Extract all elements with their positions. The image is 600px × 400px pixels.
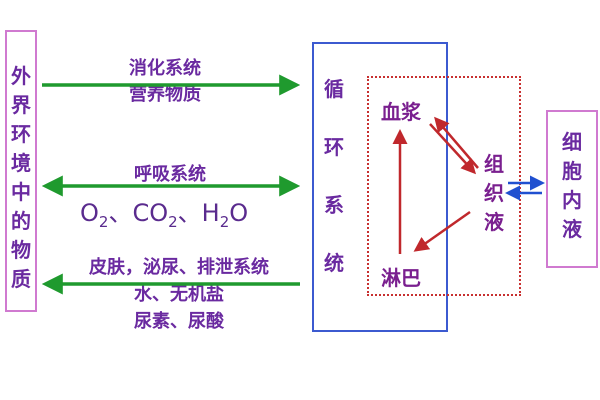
- outside-char: 外: [11, 64, 31, 88]
- o2-text: O: [80, 199, 99, 227]
- circ-char: 系: [324, 193, 344, 217]
- separator-text: 、: [177, 199, 202, 227]
- circ-char: 环: [324, 135, 344, 159]
- h2o-o-text: O: [229, 199, 249, 227]
- excretion-system-text: 皮肤，泌尿、排泄系统: [89, 257, 269, 278]
- internal-environment-dotted-box: [367, 76, 521, 296]
- cell-char: 细: [562, 130, 582, 154]
- outside-char: 界: [11, 93, 31, 117]
- plasma-node: 血浆: [381, 100, 421, 124]
- nutrients-text: 营养物质: [129, 84, 201, 105]
- outside-char: 中: [11, 180, 31, 204]
- plasma-to-tissue-arrow: [429, 123, 477, 175]
- digestive-label: 消化系统 营养物质: [90, 56, 240, 108]
- circulatory-system-box: [312, 42, 448, 332]
- circulatory-system-label: 循 环 系 统: [322, 60, 346, 292]
- lymph-node: 淋巴: [381, 266, 421, 290]
- circ-char: 循: [324, 77, 344, 101]
- outside-char: 环: [11, 122, 31, 146]
- tissue-fluid-node: 组 织 液: [482, 150, 506, 237]
- cell-char: 液: [562, 217, 582, 241]
- co2-subscript: 2: [168, 212, 178, 231]
- co2-text: CO: [132, 199, 169, 227]
- tissue-to-lymph-arrow: [413, 210, 471, 252]
- gas-formula-text: O2、CO2、H2O: [80, 193, 248, 231]
- intracellular-fluid-box: 细 胞 内 液: [546, 110, 598, 268]
- excretion-label: 皮肤，泌尿、排泄系统 水、无机盐 尿素、尿酸: [48, 254, 310, 335]
- tissue-to-plasma-arrow: [434, 116, 479, 169]
- h2o-subscript: 2: [219, 212, 230, 231]
- digestive-system-text: 消化系统: [129, 58, 201, 79]
- outside-char: 质: [11, 267, 31, 291]
- cell-char: 内: [562, 188, 582, 212]
- water-salt-text: 水、无机盐: [134, 284, 224, 305]
- tissue-char: 组: [484, 152, 504, 176]
- cell-char: 胞: [562, 159, 582, 183]
- tissue-char: 织: [484, 181, 504, 205]
- circ-char: 统: [324, 251, 344, 275]
- h2o-h-text: H: [201, 199, 220, 227]
- tissue-char: 液: [484, 210, 504, 234]
- outside-char: 境: [11, 151, 31, 175]
- separator-text: 、: [108, 199, 133, 227]
- outside-environment-box: 外 界 环 境 中 的 物 质: [5, 30, 37, 312]
- outside-char: 的: [11, 209, 31, 233]
- outside-char: 物: [11, 238, 31, 262]
- urea-uric-text: 尿素、尿酸: [134, 311, 224, 332]
- o2-subscript: 2: [98, 212, 109, 231]
